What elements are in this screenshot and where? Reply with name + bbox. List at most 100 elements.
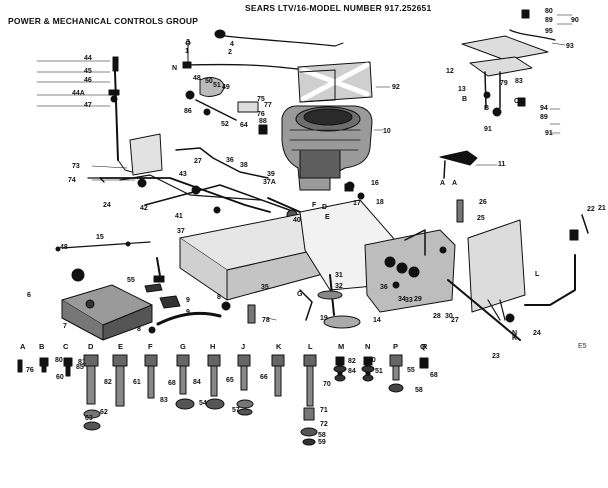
hardware-letter-label: F [148, 342, 153, 351]
part-callout-label: 11 [498, 161, 506, 168]
part-callout-label: 21 [598, 205, 606, 212]
part-callout-label: 17 [353, 200, 361, 207]
part-callout-label: 8 [137, 326, 141, 333]
part-callout-label: 58 [318, 432, 326, 439]
part-callout-label: 27 [451, 317, 459, 324]
part-callout-label: 4 [230, 41, 234, 48]
part-callout-label: N [172, 65, 177, 72]
hardware-letter-label: C [63, 342, 69, 351]
part-callout-label: 48 [60, 244, 68, 251]
part-callout-label: 74 [68, 177, 76, 184]
part-callout-label: 32 [335, 283, 343, 290]
drive-shaft-part [299, 274, 361, 329]
part-callout-label: 75 [257, 96, 265, 103]
part-callout-label: 24 [103, 202, 111, 209]
part-callout-label: 13 [458, 86, 466, 93]
part-callout-label: 7 [63, 323, 67, 330]
part-callout-label: 12 [446, 68, 454, 75]
part-callout-label: 84 [348, 368, 356, 375]
part-callout-label: 33 [405, 297, 413, 304]
part-callout-label: 91 [545, 130, 553, 137]
part-callout-label: 36 [226, 157, 234, 164]
part-callout-label: 45 [84, 68, 92, 75]
part-callout-label: 22 [587, 206, 595, 213]
part-callout-label: 82 [104, 379, 112, 386]
part-callout-label: 51 [213, 82, 221, 89]
part-callout-label: 44 [84, 55, 92, 62]
part-callout-label: 49 [222, 84, 230, 91]
part-callout-label: 83 [515, 78, 523, 85]
part-callout-label: 42 [140, 205, 148, 212]
part-callout-label: 40 [293, 217, 301, 224]
part-callout-label: L [535, 271, 540, 278]
part-callout-label: 68 [168, 380, 176, 387]
part-callout-label: 37 [177, 228, 185, 235]
hardware-letter-label: H [210, 342, 215, 351]
part-callout-label: K [512, 335, 517, 342]
part-callout-label: A [452, 180, 457, 187]
part-callout-label: 1 [185, 48, 189, 55]
hardware-letter-label: A [20, 342, 26, 351]
part-callout-label: 90 [571, 17, 579, 24]
part-callout-label: 94 [540, 105, 548, 112]
part-callout-label: 16 [371, 180, 379, 187]
part-callout-label: 6 [27, 292, 31, 299]
part-callout-label: 8 [217, 294, 221, 301]
part-callout-label: 55 [127, 277, 135, 284]
part-callout-label: 58 [415, 387, 423, 394]
part-callout-label: 36 [380, 284, 388, 291]
part-callout-label: 15 [96, 234, 104, 241]
part-callout-label: 18 [376, 199, 384, 206]
part-callout-label: 93 [566, 43, 574, 50]
part-callout-label: 29 [414, 296, 422, 303]
part-callout-label: 92 [392, 84, 400, 91]
part-callout-label: D [322, 204, 327, 211]
hardware-letter-label: K [276, 342, 282, 351]
hardware-letter-label: B [39, 342, 45, 351]
part-callout-label: 51 [375, 368, 383, 375]
engine-cover-grille-part [297, 61, 373, 103]
part-callout-label: 64 [240, 122, 248, 129]
gear-shift-rod-part [87, 133, 296, 214]
hardware-letter-label: R [422, 342, 428, 351]
part-callout-label: 73 [72, 163, 80, 170]
part-callout-label: 46 [84, 77, 92, 84]
part-callout-label: 72 [320, 421, 328, 428]
part-callout-label: 48 [193, 75, 201, 82]
part-callout-label: 25 [477, 215, 485, 222]
part-callout-label: 68 [430, 372, 438, 379]
hardware-letter-label: M [338, 342, 344, 351]
part-callout-label: 91 [484, 126, 492, 133]
hood-bracket-part [461, 9, 556, 117]
part-callout-label: 80 [545, 8, 553, 15]
part-callout-label: 31 [335, 272, 343, 279]
part-callout-label: 55 [407, 367, 415, 374]
group-title: POWER & MECHANICAL CONTROLS GROUP [8, 16, 199, 26]
part-callout-label: 39 [267, 171, 275, 178]
part-callout-label: 44A [72, 90, 85, 97]
part-callout-label: E [325, 214, 330, 221]
part-callout-label: 81 [78, 359, 86, 366]
part-callout-label: 47 [84, 102, 92, 109]
part-callout-label: 62 [100, 409, 108, 416]
engine-part [281, 105, 373, 192]
part-callout-label: A [440, 180, 445, 187]
part-callout-label: 50 [205, 78, 213, 85]
model-title: SEARS LTV/16-MODEL NUMBER 917.252651 [245, 3, 432, 13]
part-callout-label: 79 [500, 80, 508, 87]
part-callout-label: 59 [318, 439, 326, 446]
part-callout-label: N [512, 330, 517, 337]
part-callout-label: C [514, 98, 519, 105]
part-callout-label: 70 [323, 381, 331, 388]
throttle-rod-part [55, 241, 165, 283]
part-callout-label: 66 [260, 374, 268, 381]
lift-plate-part [447, 219, 526, 341]
part-callout-label: 78 [262, 317, 270, 324]
hardware-letter-label: L [308, 342, 313, 351]
part-callout-label: 60 [56, 374, 64, 381]
part-callout-label: G [297, 291, 303, 298]
part-callout-label: 61 [133, 379, 141, 386]
